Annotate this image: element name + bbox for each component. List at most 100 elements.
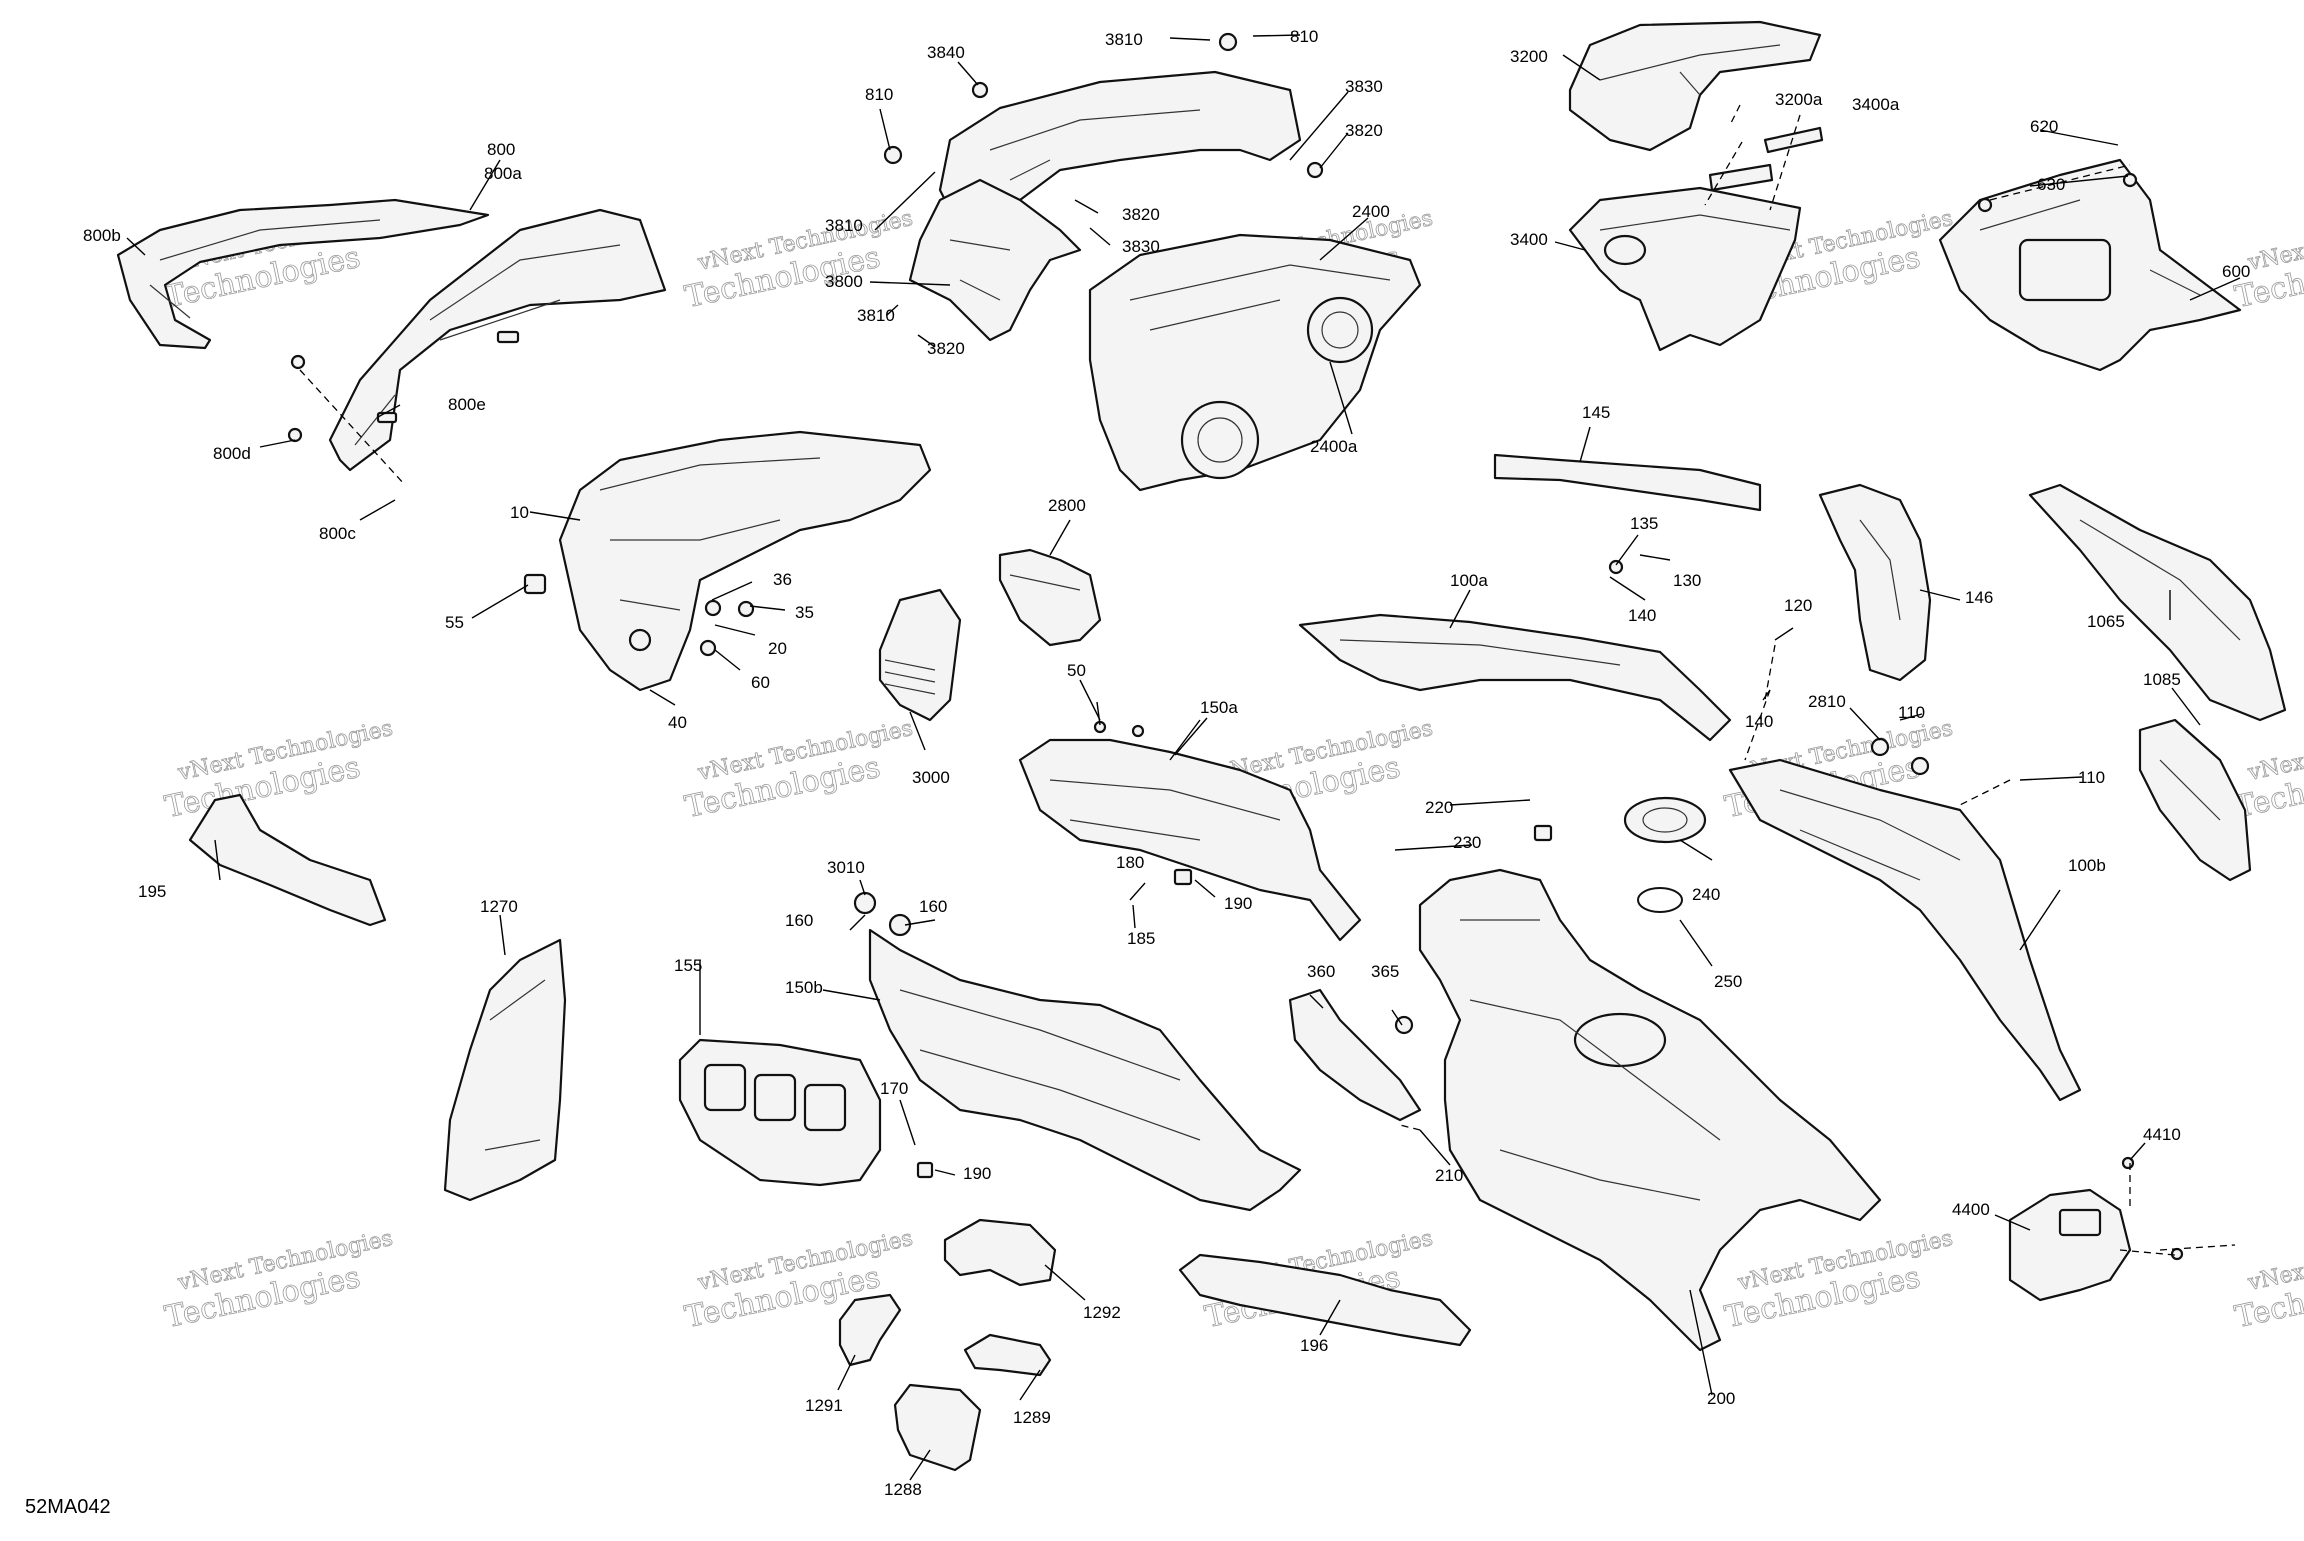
watermark: vNext Technologies Technologies: [161, 1226, 395, 1336]
part-800b: [116, 198, 490, 350]
watermark: vNext Technologies Technologies: [681, 206, 915, 316]
callout-250: 250: [1714, 972, 1742, 991]
callout-180: 180: [1116, 853, 1144, 872]
callout-810: 810: [1290, 27, 1318, 46]
part-155: [678, 1038, 882, 1187]
callout-140: 140: [1628, 606, 1656, 625]
callout-1289: 1289: [1013, 1408, 1051, 1427]
watermark: vNext Technologies Technologies: [2231, 1226, 2304, 1336]
callout-800d: 800d: [213, 444, 251, 463]
part-196: [1178, 1253, 1472, 1347]
part-4400: [2008, 1188, 2132, 1302]
callout-195: 195: [138, 882, 166, 901]
callout-185: 185: [1127, 929, 1155, 948]
callout-196: 196: [1300, 1336, 1328, 1355]
callout-3810: 3810: [857, 306, 895, 325]
callout-60: 60: [751, 673, 770, 692]
callout-3800: 3800: [825, 272, 863, 291]
part-1288: [893, 1383, 982, 1472]
callout-170: 170: [880, 1079, 908, 1098]
watermark: vNext Technologies Technologies: [681, 716, 915, 826]
callout-2810: 2810: [1808, 692, 1846, 711]
watermark: vNext Technologies Technologies: [1721, 1226, 1955, 1336]
part-240-ring: [1623, 796, 1707, 844]
callout-140: 140: [1745, 712, 1773, 731]
callout-4410: 4410: [2143, 1125, 2181, 1144]
part-360: [1288, 988, 1422, 1122]
callout-55: 55: [445, 613, 464, 632]
part-150a: [1018, 738, 1362, 942]
part-1270: [443, 938, 567, 1202]
part-146: [1818, 483, 1932, 682]
part-250-ring: [1637, 887, 1683, 913]
callout-2800: 2800: [1048, 496, 1086, 515]
part-2800: [998, 548, 1102, 647]
callout-145: 145: [1582, 403, 1610, 422]
part-150b: [868, 928, 1302, 1212]
part-1065: [2028, 483, 2287, 722]
callout-4400: 4400: [1952, 1200, 1990, 1219]
callout-3810: 3810: [1105, 30, 1143, 49]
part-3000: [878, 588, 962, 722]
callout-50: 50: [1067, 661, 1086, 680]
callout-3010: 3010: [827, 858, 865, 877]
svg-text:vNext Technologies: vNext Technologies: [2245, 716, 2304, 786]
callout-35: 35: [795, 603, 814, 622]
callout-3840: 3840: [927, 43, 965, 62]
callout-210: 210: [1435, 1166, 1463, 1185]
callout-labels: 3810 810 3840 810 3830 3820 3810 3820 38…: [83, 27, 2250, 1499]
callout-200: 200: [1707, 1389, 1735, 1408]
callout-3830: 3830: [1122, 237, 1160, 256]
part-600: [1938, 158, 2242, 372]
callout-3820: 3820: [1122, 205, 1160, 224]
callout-190: 190: [963, 1164, 991, 1183]
callout-1065: 1065: [2087, 612, 2125, 631]
watermark: vNext Technologies Technologies: [2231, 206, 2304, 316]
callout-360: 360: [1307, 962, 1335, 981]
callout-1288: 1288: [884, 1480, 922, 1499]
part-100a: [1298, 613, 1732, 742]
callout-110: 110: [1898, 703, 1925, 722]
part-3400: [1568, 186, 1802, 352]
callout-190: 190: [1224, 894, 1252, 913]
callout-155: 155: [674, 956, 702, 975]
callout-1270: 1270: [480, 897, 518, 916]
fasteners: [287, 32, 2184, 1261]
callout-3200: 3200: [1510, 47, 1548, 66]
callout-1292: 1292: [1083, 1303, 1121, 1322]
callout-630: 630: [2037, 175, 2065, 194]
callout-130: 130: [1673, 571, 1701, 590]
watermark: vNext Technologies Technologies: [161, 716, 395, 826]
callout-20: 20: [768, 639, 787, 658]
callout-800e: 800e: [448, 395, 486, 414]
callout-810: 810: [865, 85, 893, 104]
callout-3200a: 3200a: [1775, 90, 1823, 109]
part-1085: [2138, 718, 2252, 882]
leader-lines: [126, 34, 2241, 1481]
callout-10: 10: [510, 503, 529, 522]
callout-620: 620: [2030, 117, 2058, 136]
callout-365: 365: [1371, 962, 1399, 981]
callout-220: 220: [1425, 798, 1453, 817]
part-1289: [963, 1333, 1052, 1377]
part-2400: [1088, 233, 1422, 492]
callout-2400a: 2400a: [1310, 437, 1358, 456]
part-3200: [1568, 20, 1822, 152]
callout-800c: 800c: [319, 524, 356, 543]
callout-230: 230: [1453, 833, 1481, 852]
part-145: [1493, 453, 1762, 512]
callout-3000: 3000: [912, 768, 950, 787]
part-3400a-strip: [1708, 126, 1824, 192]
part-800: [328, 208, 667, 472]
part-1292: [943, 1218, 1057, 1287]
callout-150b: 150b: [785, 978, 823, 997]
callout-800: 800: [487, 140, 515, 159]
callout-240: 240: [1692, 885, 1720, 904]
callout-3810: 3810: [825, 216, 863, 235]
callout-3820: 3820: [927, 339, 965, 358]
callout-1291: 1291: [805, 1396, 843, 1415]
part-195: [188, 793, 387, 927]
part-200: [1418, 868, 1882, 1352]
callout-3400a: 3400a: [1852, 95, 1900, 114]
callout-160: 160: [785, 911, 813, 930]
